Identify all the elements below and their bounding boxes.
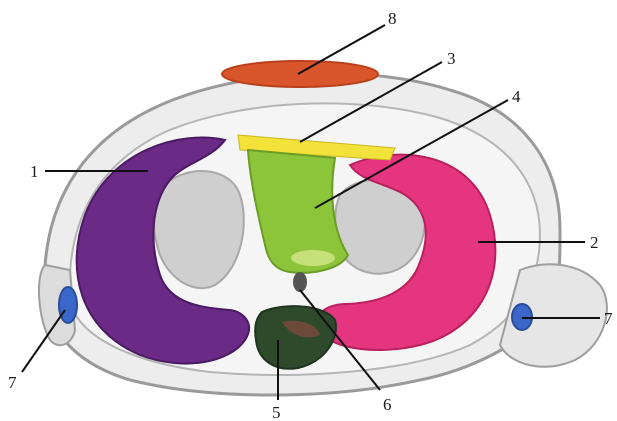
label-1: 1	[30, 162, 39, 181]
label-8: 8	[388, 9, 397, 28]
region-7-left-blue	[59, 287, 77, 323]
label-7-right: 7	[604, 309, 613, 328]
label-2: 2	[590, 233, 599, 252]
label-3: 3	[447, 49, 456, 68]
label-7-left: 7	[8, 373, 17, 392]
label-6: 6	[383, 395, 392, 414]
region-6-dark	[293, 272, 307, 292]
label-5: 5	[272, 403, 281, 421]
region-4-highlight	[291, 250, 335, 266]
label-4: 4	[512, 87, 521, 106]
